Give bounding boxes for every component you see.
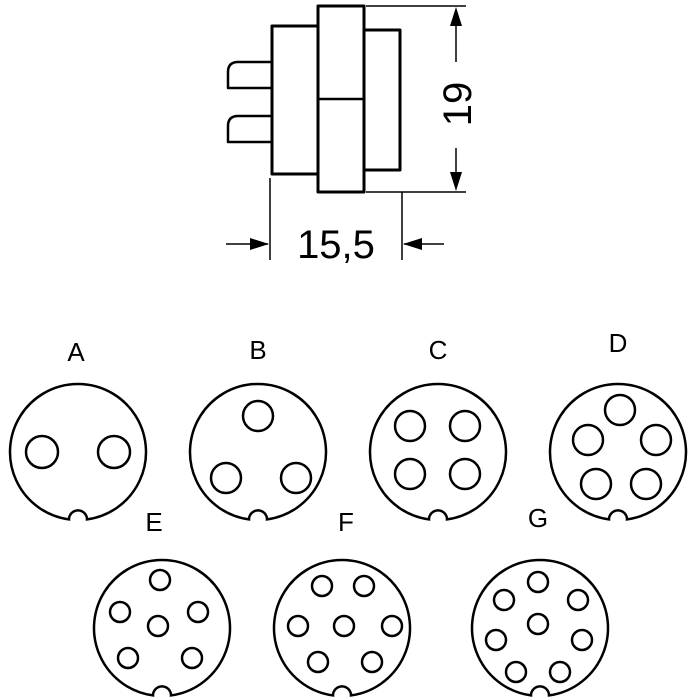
height-arrow-top <box>450 7 462 26</box>
connector-letter: D <box>609 328 628 358</box>
pin-hole <box>448 457 482 491</box>
connector-letter: F <box>338 507 354 537</box>
connector-letter: G <box>528 503 548 533</box>
pin-hole <box>332 614 356 638</box>
pin-hole <box>96 434 132 470</box>
pin-hole <box>484 628 508 652</box>
pin-hole <box>603 393 637 427</box>
connector-face-g: G <box>470 503 610 697</box>
socket-front-body <box>360 28 402 172</box>
pin-hole <box>352 574 376 598</box>
pin-hole <box>241 399 275 433</box>
socket-rear-body <box>270 24 322 176</box>
socket-side-view <box>226 4 402 194</box>
pin-hole <box>566 588 590 612</box>
pin-hole <box>526 570 550 594</box>
pin-hole <box>570 628 594 652</box>
width-label: 15,5 <box>297 223 375 267</box>
pin-hole <box>24 434 60 470</box>
connector-face-a: A <box>8 337 148 521</box>
pin-hole <box>629 467 663 501</box>
connector-outline <box>368 382 508 521</box>
pin-hole <box>571 423 605 457</box>
pin-hole <box>146 614 170 638</box>
pin-hole <box>306 650 330 674</box>
width-arrow-right <box>403 238 422 250</box>
solder-tab-lower <box>226 114 274 144</box>
height-label: 19 <box>436 82 480 127</box>
pin-hole <box>393 457 427 491</box>
pin-hole <box>186 600 210 624</box>
pin-hole <box>393 409 427 443</box>
connector-outline <box>8 382 148 521</box>
pin-hole <box>209 461 243 495</box>
pin-hole <box>380 614 404 638</box>
height-dimension: 19 <box>366 5 480 193</box>
connector-face-f: F <box>272 507 412 697</box>
pin-hole <box>279 461 313 495</box>
pin-hole <box>286 614 310 638</box>
pin-hole <box>639 423 673 457</box>
pin-hole <box>108 600 132 624</box>
connector-face-d: D <box>548 328 688 521</box>
connector-letter: B <box>249 335 266 365</box>
pin-hole <box>448 409 482 443</box>
connector-face-b: B <box>188 335 328 521</box>
pin-hole <box>526 612 550 636</box>
connector-faces: A B C D E F G <box>8 328 688 697</box>
connector-letter: A <box>67 337 85 367</box>
pin-hole <box>310 574 334 598</box>
width-dimension: 15,5 <box>226 178 444 267</box>
pin-hole <box>360 650 384 674</box>
connector-face-e: E <box>92 507 232 697</box>
height-arrow-bottom <box>450 172 462 191</box>
width-arrow-left <box>250 238 269 250</box>
pin-hole <box>116 646 140 670</box>
pin-hole <box>504 660 528 684</box>
pin-hole <box>180 646 204 670</box>
connector-letter: E <box>145 507 162 537</box>
pin-hole <box>492 588 516 612</box>
solder-tab-upper <box>226 60 274 90</box>
connector-letter: C <box>429 335 448 365</box>
pin-hole <box>548 660 572 684</box>
pin-hole <box>579 467 613 501</box>
pin-hole <box>148 568 172 592</box>
connector-face-c: C <box>368 335 508 521</box>
